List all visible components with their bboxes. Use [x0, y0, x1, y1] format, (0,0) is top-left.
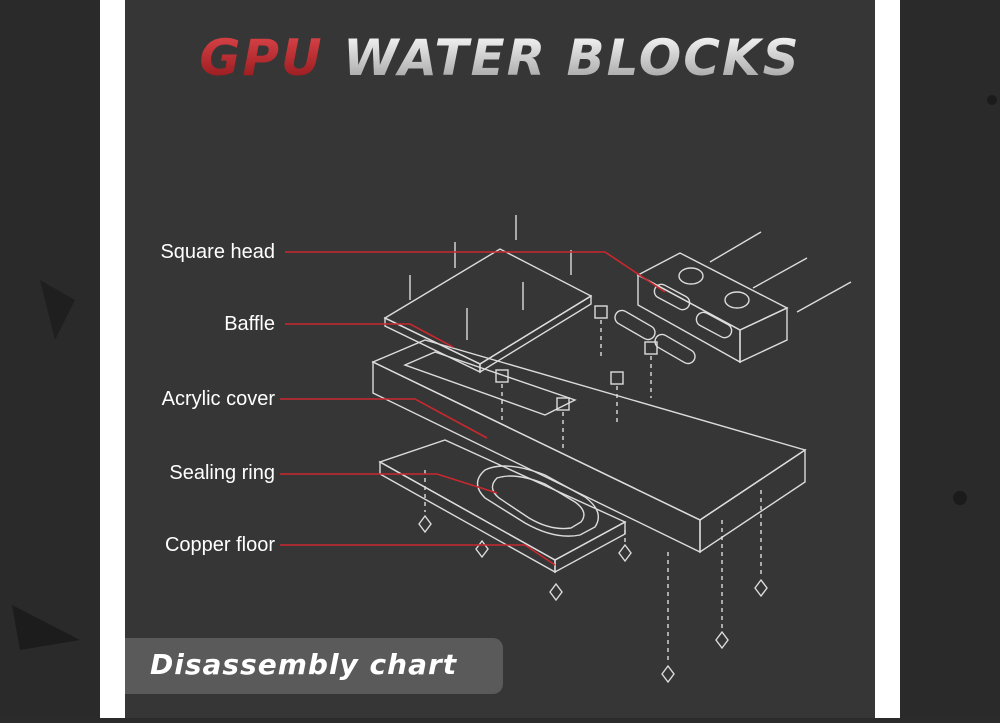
label-baffle: Baffle — [224, 313, 275, 335]
exploded-view-diagram — [280, 215, 852, 684]
diagram-panel: GPU WATER BLOCKS — [125, 0, 875, 718]
copper-floor-part — [378, 439, 627, 574]
o-ring-seals — [614, 309, 696, 365]
assembly-guides — [424, 320, 762, 662]
label-sealing-ring: Sealing ring — [169, 462, 275, 484]
title-water-blocks: WATER BLOCKS — [343, 29, 801, 87]
backdrop-shapes-left — [12, 280, 80, 650]
caption-text: Disassembly chart — [150, 648, 458, 681]
label-copper-floor: Copper floor — [164, 534, 275, 556]
caption-badge: Disassembly chart — [125, 638, 503, 694]
frame-right — [875, 0, 900, 718]
baffle-part — [383, 248, 593, 374]
square-head-part — [636, 252, 789, 364]
page-title: GPU WATER BLOCKS — [125, 28, 875, 88]
left-backdrop — [0, 0, 100, 718]
backdrop-shapes-right — [953, 95, 997, 505]
frame-left — [100, 0, 125, 718]
right-backdrop — [900, 0, 1000, 718]
leader-lines — [280, 251, 666, 566]
label-square-head: Square head — [160, 241, 275, 263]
title-gpu: GPU — [199, 29, 324, 87]
label-acrylic-cover: Acrylic cover — [161, 388, 275, 410]
screws — [409, 215, 852, 684]
acrylic-cover-part — [371, 339, 807, 554]
